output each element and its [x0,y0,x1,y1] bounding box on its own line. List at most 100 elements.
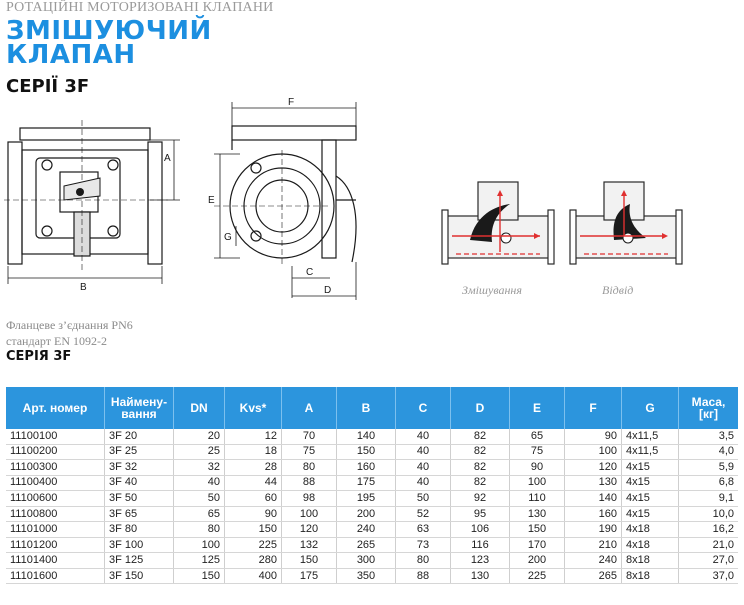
cell-dn: 40 [173,475,225,492]
cell-kvs: 90 [224,506,282,523]
cell-e: 110 [509,490,565,507]
col-header-kvs: Kvs* [224,387,282,429]
caption-mixing: Змішування [462,283,522,297]
dimension-label-c: C [306,267,313,278]
cell-c: 80 [395,552,451,569]
col-header-a: A [281,387,337,429]
cell-b: 160 [336,459,396,476]
cell-c: 88 [395,568,451,585]
cell-c: 50 [395,490,451,507]
cell-f: 210 [564,537,622,554]
cell-kvs: 150 [224,521,282,538]
cell-kvs: 44 [224,475,282,492]
cell-mass: 9,1 [678,490,738,507]
cell-mass: 37,0 [678,568,738,585]
cell-g: 8x18 [621,568,679,585]
diverting-flow-diagram [569,181,683,265]
cell-f: 240 [564,552,622,569]
caption-diverting: Відвід [602,283,634,297]
cell-a: 150 [281,552,337,569]
series-subheading: СЕРІЯ 3F [6,349,72,364]
dimension-label-g: G [224,232,232,243]
cell-mass: 6,8 [678,475,738,492]
mixing-flow-diagram [441,181,555,265]
col-header-name-line1: Наймену- [110,395,168,409]
dimension-label-f: F [288,97,294,108]
cell-g: 4x11,5 [621,444,679,461]
col-header-dn: DN [173,387,225,429]
cell-b: 300 [336,552,396,569]
category-heading: РОТАЦІЙНІ МОТОРИЗОВАНІ КЛАПАНИ [6,0,274,15]
cell-kvs: 280 [224,552,282,569]
cell-e: 90 [509,459,565,476]
cell-kvs: 225 [224,537,282,554]
cell-d: 95 [450,506,510,523]
cell-kvs: 60 [224,490,282,507]
cell-b: 195 [336,490,396,507]
cell-g: 4x15 [621,475,679,492]
cell-b: 350 [336,568,396,585]
cell-b: 240 [336,521,396,538]
cell-mass: 5,9 [678,459,738,476]
cell-kvs: 18 [224,444,282,461]
cell-f: 90 [564,429,622,445]
technical-drawings: A B C D E F G [4,97,683,300]
title-line-2: КЛАПАН [6,40,136,70]
cell-d: 82 [450,475,510,492]
cell-article: 11101000 [6,521,105,538]
cell-d: 116 [450,537,510,554]
dimension-label-e: E [208,195,215,206]
cell-f: 130 [564,475,622,492]
front-view-drawing [4,120,180,284]
cell-e: 200 [509,552,565,569]
cell-mass: 3,5 [678,429,738,445]
cell-d: 123 [450,552,510,569]
cell-dn: 65 [173,506,225,523]
cell-d: 82 [450,429,510,445]
col-header-d: D [450,387,510,429]
cell-b: 150 [336,444,396,461]
cell-a: 120 [281,521,337,538]
cell-name: 3F 65 [104,506,174,523]
cell-kvs: 28 [224,459,282,476]
cell-e: 170 [509,537,565,554]
col-header-article: Арт. номер [6,387,105,429]
cell-article: 11100100 [6,429,105,445]
cell-g: 4x18 [621,537,679,554]
dimension-label-b: B [80,282,87,293]
col-header-name-line2: вання [121,407,157,421]
cell-a: 100 [281,506,337,523]
cell-dn: 20 [173,429,225,445]
cell-b: 175 [336,475,396,492]
cell-dn: 80 [173,521,225,538]
dimension-label-a: A [164,153,171,164]
page-title: ЗМІШУЮЧИЙ КЛАПАН [6,18,212,70]
cell-e: 150 [509,521,565,538]
col-header-mass-line1: Маса, [691,395,726,409]
cell-a: 175 [281,568,337,585]
cell-mass: 27,0 [678,552,738,569]
cell-name: 3F 40 [104,475,174,492]
cell-mass: 21,0 [678,537,738,554]
cell-a: 132 [281,537,337,554]
cell-name: 3F 20 [104,429,174,445]
cell-dn: 150 [173,568,225,585]
cell-g: 4x18 [621,521,679,538]
col-header-c: C [395,387,451,429]
cell-name: 3F 100 [104,537,174,554]
cell-a: 75 [281,444,337,461]
cell-dn: 32 [173,459,225,476]
cell-article: 11100600 [6,490,105,507]
side-view-drawing [214,102,357,300]
cell-f: 120 [564,459,622,476]
col-header-g: G [621,387,679,429]
col-header-b: B [336,387,396,429]
front-view-handle [63,177,101,201]
cell-name: 3F 80 [104,521,174,538]
